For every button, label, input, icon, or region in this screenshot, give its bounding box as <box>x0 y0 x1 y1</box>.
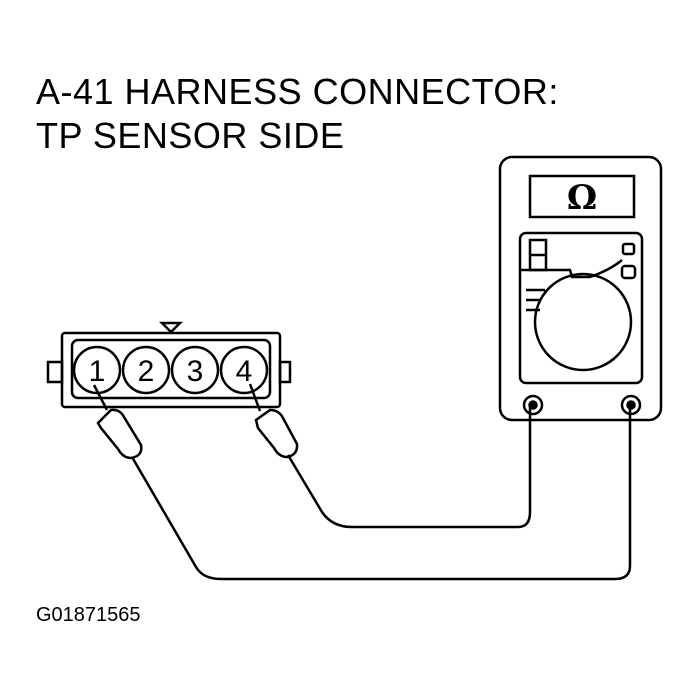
meter-range-trace <box>555 259 623 279</box>
meter-selector-dial <box>533 272 633 372</box>
connector-right-latch <box>278 360 292 384</box>
probe-pin-4-tip <box>248 383 262 412</box>
probe-pin-4 <box>248 383 299 459</box>
diagram-title-line-2: TP SENSOR SIDE <box>36 115 345 156</box>
meter-indicator-square-top <box>621 242 636 256</box>
pin-4-label: 4 <box>236 355 253 388</box>
pin-3-socket <box>170 345 220 395</box>
ohm-symbol: Ω <box>567 178 597 218</box>
probe-pin-1-handle <box>96 408 143 460</box>
meter-indicator-square-bottom <box>620 264 637 280</box>
probe-pin-1-tip <box>92 384 109 411</box>
pin-4-socket <box>219 345 269 395</box>
pin-2-socket <box>121 345 171 395</box>
meter-display <box>528 174 636 219</box>
meter-range-bracket <box>526 288 545 312</box>
probe-pin-1 <box>92 384 143 460</box>
test-lead-pin-1 <box>130 405 632 581</box>
figure-id: G01871565 <box>36 604 141 626</box>
connector-inner-face <box>70 338 272 400</box>
test-lead-pin-4 <box>286 405 532 529</box>
meter-body <box>498 155 663 422</box>
pin-2-label: 2 <box>138 355 155 388</box>
probe-pin-4-handle <box>254 408 299 459</box>
ohmmeter <box>498 155 663 422</box>
diagram-title-line-1: A-41 HARNESS CONNECTOR: <box>36 71 559 112</box>
connector-left-latch <box>46 360 64 384</box>
meter-panel <box>518 231 644 385</box>
pin-1-label: 1 <box>89 355 106 388</box>
connector-key-triangle <box>158 321 184 334</box>
meter-jack-v-ohm <box>620 394 642 416</box>
meter-jack-com <box>522 394 544 416</box>
pin-3-label: 3 <box>187 355 204 388</box>
